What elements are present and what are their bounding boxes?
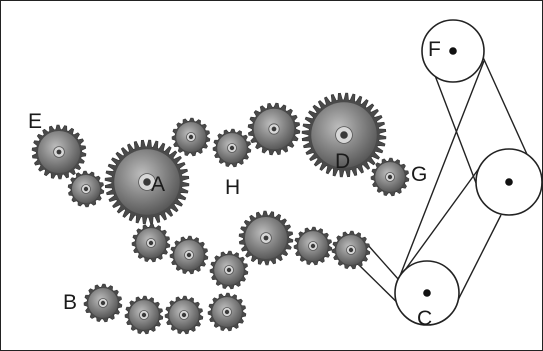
gear-lower-2 <box>169 235 209 275</box>
pulley-c <box>394 260 460 326</box>
gear-lower-1 <box>131 223 171 263</box>
gear-d <box>301 92 387 178</box>
label-d: D <box>335 150 350 173</box>
gear-h <box>212 128 252 168</box>
label-e: E <box>28 110 42 133</box>
gear-a <box>104 139 190 225</box>
belt-line <box>455 214 502 305</box>
gear-a-upper <box>171 117 211 157</box>
belt-line <box>481 54 536 173</box>
gear-e-idler <box>67 170 105 208</box>
pulley-group <box>394 19 542 326</box>
label-g: G <box>411 163 427 186</box>
pulley-f <box>421 19 485 83</box>
gear-g <box>370 157 410 197</box>
gear-b-3 <box>164 295 204 335</box>
label-b: B <box>63 291 77 314</box>
gear-e <box>31 124 87 180</box>
gear-mid-large <box>238 210 294 266</box>
belt-line <box>397 60 485 282</box>
belt-line <box>366 243 400 281</box>
label-c: C <box>417 307 432 330</box>
gear-b <box>83 283 123 323</box>
label-a: A <box>151 173 165 196</box>
gear-c-drive <box>331 230 371 270</box>
gear-group <box>31 92 410 335</box>
belt-line <box>404 166 481 271</box>
gear-b-2 <box>124 295 164 335</box>
label-h: H <box>225 176 240 199</box>
gear-lower-4 <box>207 292 247 332</box>
gear-lower-3 <box>209 250 249 290</box>
gear-h-right <box>247 102 301 156</box>
gear-mid-right <box>293 226 333 266</box>
pulley-right <box>475 148 542 216</box>
label-f: F <box>428 38 441 61</box>
